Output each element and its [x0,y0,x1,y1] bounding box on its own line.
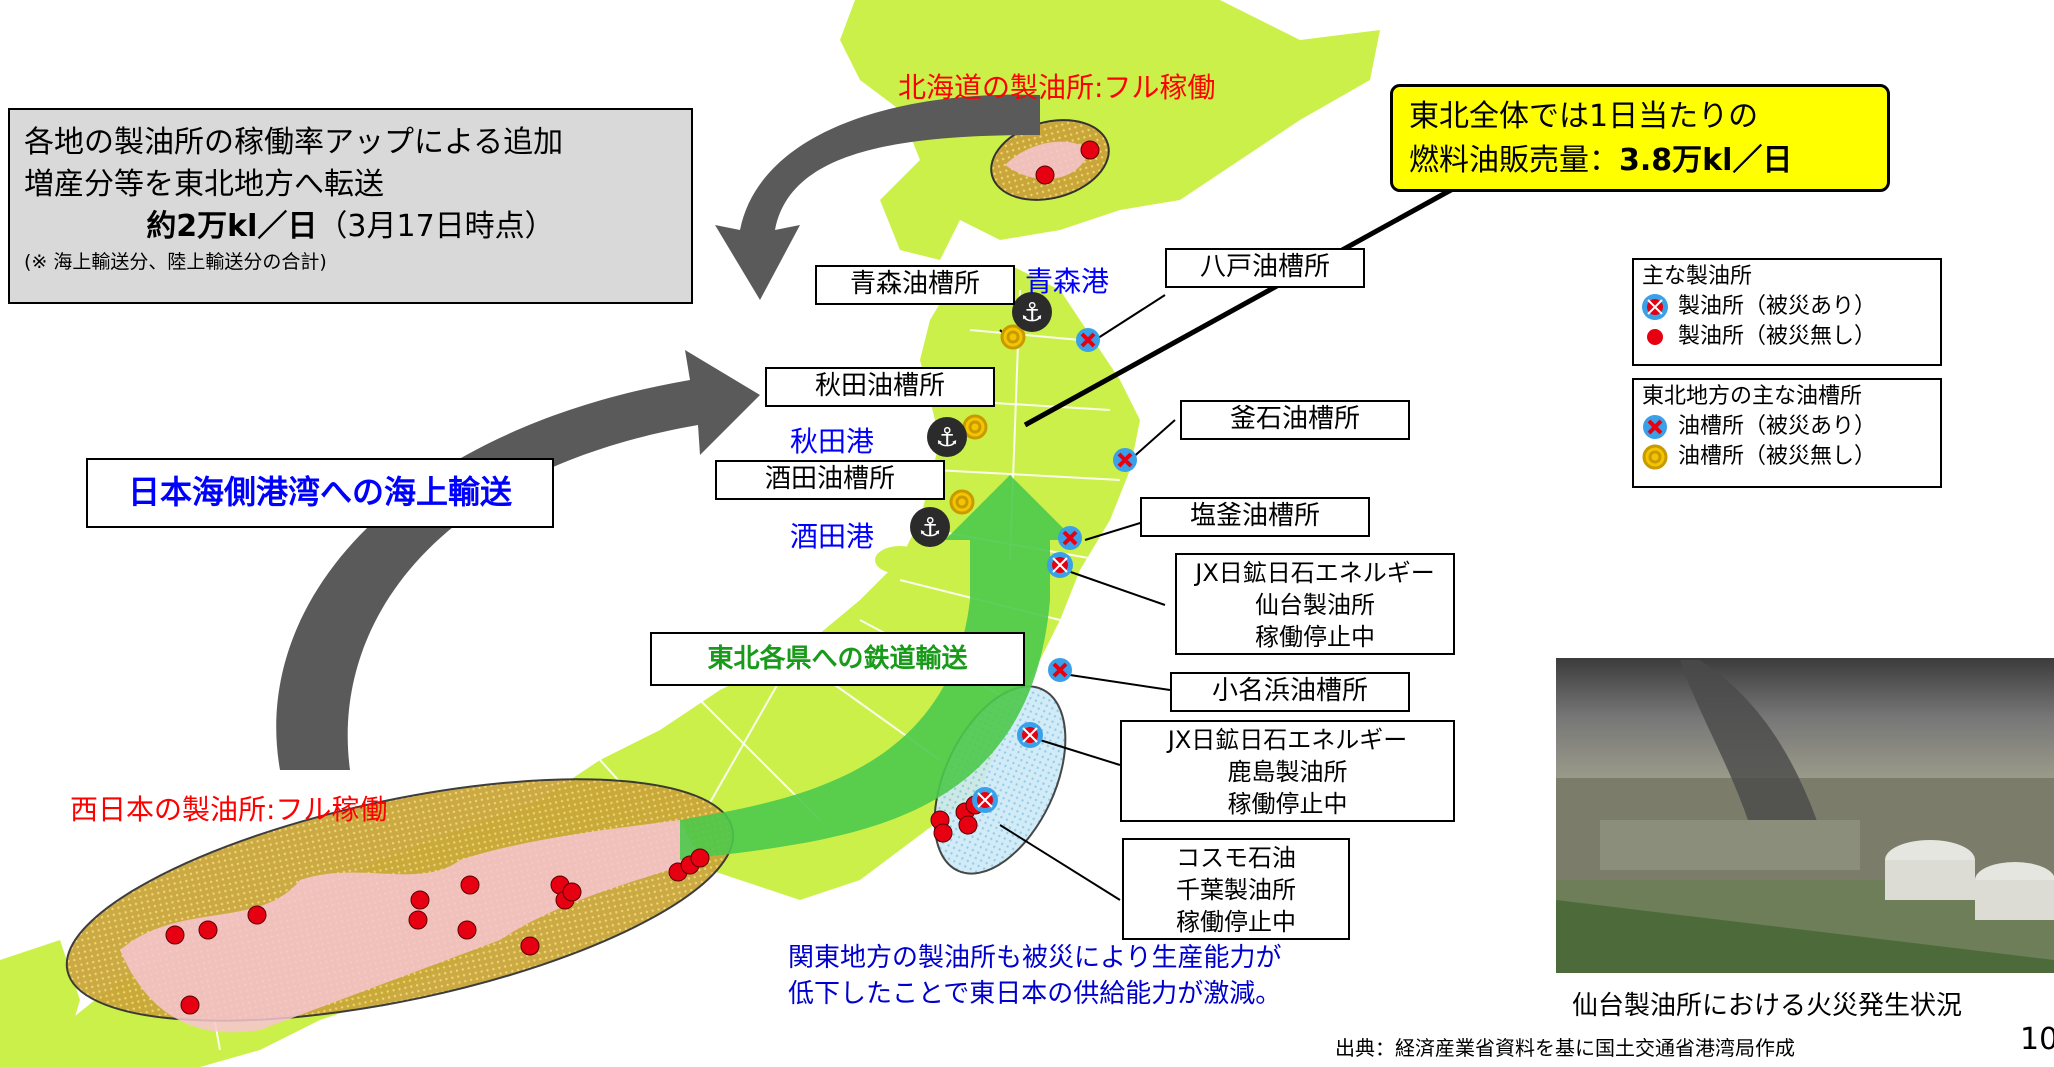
sea-transport-label: 日本海側港湾への海上輸送 [86,458,554,528]
refinery-icon [1647,329,1663,345]
transfer-info-line1: 各地の製油所の稼働率アップによる追加 [24,125,564,160]
depot-aomori-label: 青森油槽所 [815,265,1015,305]
transfer-note: (※ 海上輸送分、陸上輸送分の合計) [24,251,327,273]
depot-legend-ok: 油槽所（被災無し） [1678,444,1877,469]
refinery-legend: 主な製油所 製油所（被災あり） 製油所（被災無し） [1632,258,1942,366]
refinery-legend-damaged: 製油所（被災あり） [1678,294,1877,319]
sea-route-arrow [276,350,760,770]
depot-akita-label: 秋田油槽所 [765,367,995,407]
hokkaido-land [840,0,1380,260]
honshu-land [60,265,1140,1067]
damaged-depot-icon [1643,415,1667,439]
depot-sakata-label: 酒田油槽所 [715,460,945,500]
kanto-note-line1: 関東地方の製油所も被災により生産能力が [788,943,1282,973]
sendai-refinery-box: JX日鉱日石エネルギー 仙台製油所 稼働停止中 [1175,553,1455,655]
port-akita: 秋田港 [790,425,875,458]
depot-kamaishi-label: 釜石油槽所 [1180,400,1410,440]
depot-icon [1642,444,1668,470]
port-sakata: 酒田港 [790,520,875,553]
svg-text:⚓: ⚓ [935,423,958,453]
damaged-refinery-icon [1642,294,1668,320]
transfer-info-line2: 増産分等を東北地方へ転送 [24,167,384,202]
kyushu-land [0,940,80,1067]
photo-caption: 仙台製油所における火災発生状況 [1572,991,1963,1021]
west-japan-refinery-label: 西日本の製油所:フル稼働 [70,793,388,826]
depot-legend-damaged: 油槽所（被災あり） [1678,414,1877,439]
depot-onahama-label: 小名浜油槽所 [1170,672,1410,712]
callout-line1: 東北全体では1日当たりの [1409,99,1759,134]
svg-text:⚓: ⚓ [918,513,941,543]
rail-arrow [680,475,1075,860]
kanto-note-line2: 低下したことで東日本の供給能力が激減。 [788,979,1282,1009]
chiba-refinery-box: コスモ石油 千葉製油所 稼働停止中 [1122,838,1350,940]
transfer-info-box: 各地の製油所の稼働率アップによる追加 増産分等を東北地方へ転送 約2万kl／日（… [8,108,693,304]
refinery-legend-title: 主な製油所 [1642,264,1753,289]
callout-line2: 燃料油販売量：3.8万kl／日 [1409,143,1793,178]
fire-photo [1556,658,2054,973]
port-aomori: 青森港 [1025,265,1110,298]
kanto-note: 関東地方の製油所も被災により生産能力が 低下したことで東日本の供給能力が激減。 [788,940,1281,1012]
depot-legend-title: 東北地方の主な油槽所 [1642,384,1863,409]
transfer-amount-row: 約2万kl／日（3月17日時点） [24,206,677,248]
page-number: 10 [2020,1022,2054,1057]
hokkaido-refinery-label: 北海道の製油所:フル稼働 [898,71,1216,104]
transfer-amount-date: （3月17日時点） [317,209,555,244]
kashima-refinery-box: JX日鉱日石エネルギー 鹿島製油所 稼働停止中 [1120,720,1455,822]
depot-hachinohe-label: 八戸油槽所 [1165,248,1365,288]
source-note: 出典：経済産業省資料を基に国土交通省港湾局作成 [1335,1036,1795,1060]
callout-value: 3.8万kl／日 [1619,143,1793,178]
depot-shiogama-label: 塩釜油槽所 [1140,497,1370,537]
rail-transport-label: 東北各県への鉄道輸送 [650,632,1025,686]
transfer-arrow [715,94,1040,300]
tohoku-sales-callout: 東北全体では1日当たりの 燃料油販売量：3.8万kl／日 [1390,84,1890,192]
svg-text:⚓: ⚓ [1020,298,1043,328]
refinery-legend-ok: 製油所（被災無し） [1678,324,1877,349]
transfer-amount: 約2万kl／日 [146,209,318,244]
depot-legend: 東北地方の主な油槽所 油槽所（被災あり） 油槽所（被災無し） [1632,378,1942,488]
